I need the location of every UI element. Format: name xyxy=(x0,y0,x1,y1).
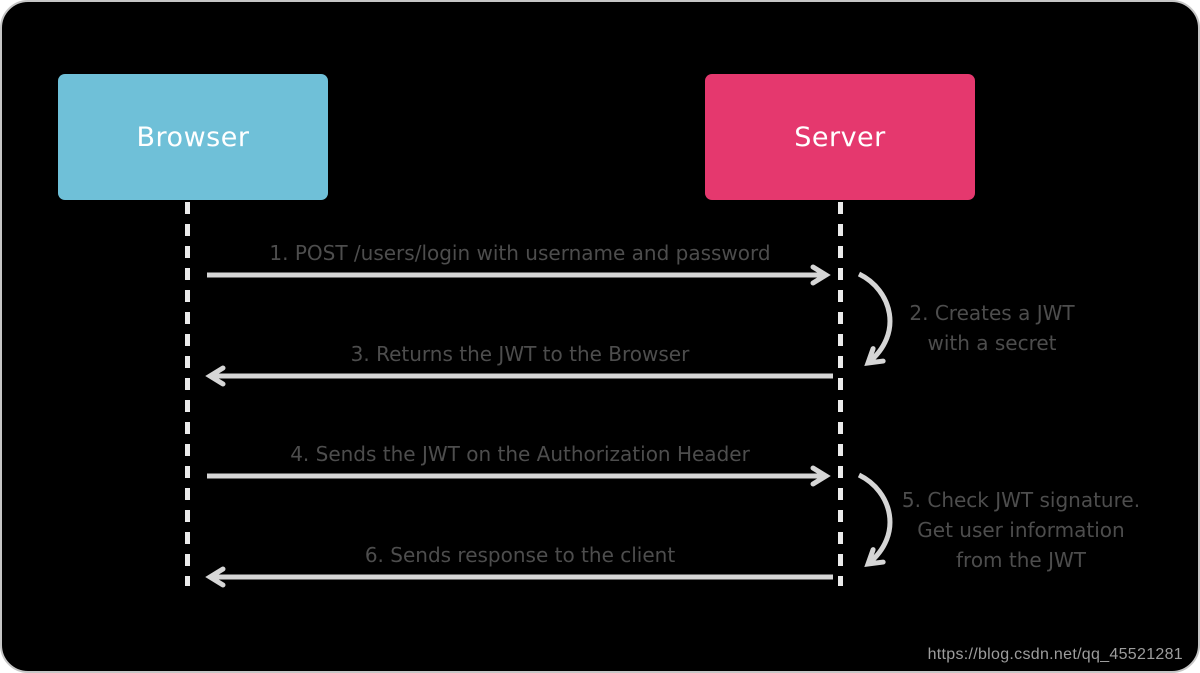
message-5-note-line1: 5. Check JWT signature. xyxy=(901,488,1141,512)
actor-label-server: Server xyxy=(794,121,886,153)
message-1-label: 1. POST /users/login with username and p… xyxy=(269,241,771,265)
actor-box-browser: Browser xyxy=(58,74,328,200)
message-5-note-line2: Get user information xyxy=(917,518,1125,542)
message-5-note-line3: from the JWT xyxy=(956,548,1086,572)
actor-label-browser: Browser xyxy=(136,121,250,153)
message-2-self-arrow xyxy=(857,271,893,366)
message-2-note: 2. Creates a JWT with a secret xyxy=(862,298,1122,358)
message-3-label: 3. Returns the JWT to the Browser xyxy=(350,342,690,366)
message-6-label: 6. Sends response to the client xyxy=(364,543,676,567)
message-5-note: 5. Check JWT signature. Get user informa… xyxy=(891,485,1151,575)
message-2-note-line2: with a secret xyxy=(927,331,1057,355)
message-4-label: 4. Sends the JWT on the Authorization He… xyxy=(290,442,750,466)
watermark-url: https://blog.csdn.net/qq_45521281 xyxy=(927,646,1183,663)
actor-box-server: Server xyxy=(705,74,975,200)
message-2-note-line1: 2. Creates a JWT xyxy=(909,301,1075,325)
message-5-self-arrow xyxy=(857,472,893,567)
